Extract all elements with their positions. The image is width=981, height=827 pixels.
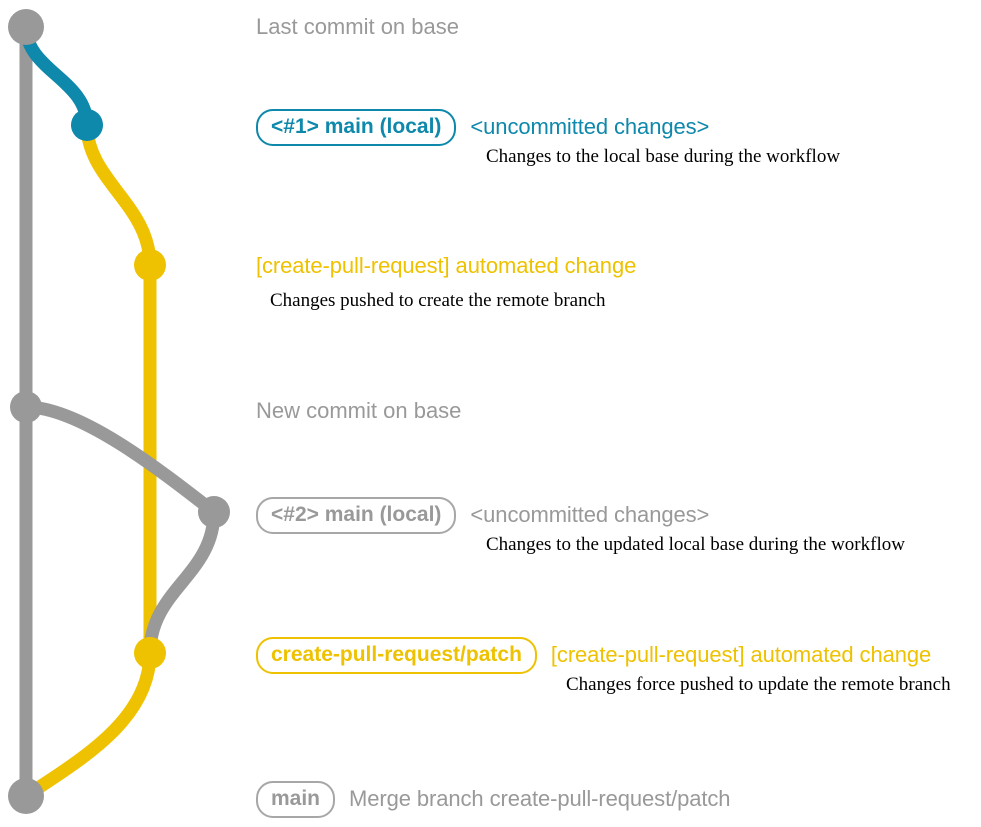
commit-message-local-main-1: <uncommitted changes>	[470, 114, 710, 140]
branch-badge-local-main-2[interactable]: <#2> main (local)	[256, 497, 457, 534]
row-merge-commit: main Merge branch create-pull-request/pa…	[256, 781, 731, 818]
updated-local-to-patch-line	[143, 505, 221, 660]
row-automated-change-1: [create-pull-request] automated change	[256, 253, 636, 279]
force-pushed-node	[134, 637, 166, 669]
row-local-main-1: <#1> main (local) <uncommitted changes>	[256, 109, 709, 146]
row-label-last-commit-on-base: Last commit on base	[256, 14, 459, 39]
branch-badge-main[interactable]: main	[256, 781, 336, 818]
updated-local-branch-line	[19, 400, 221, 519]
commit-message-automated-change-2: [create-pull-request] automated change	[550, 642, 932, 668]
commit-message-merge: Merge branch create-pull-request/patch	[349, 786, 731, 812]
local-branch-line	[19, 20, 94, 132]
base-head-node	[8, 9, 44, 45]
commit-description-local-main-1: Changes to the local base during the wor…	[486, 146, 841, 167]
merge-into-base-line	[19, 646, 157, 803]
branch-badge-local-main-1[interactable]: <#1> main (local)	[256, 109, 457, 146]
row-label-new-commit-on-base: New commit on base	[256, 398, 462, 423]
commit-description-automated-change-2: Changes force pushed to update the remot…	[566, 674, 951, 695]
row-local-main-2: <#2> main (local) <uncommitted changes>	[256, 497, 709, 534]
local-change-node	[71, 109, 103, 141]
merge-node	[8, 778, 44, 814]
commit-message-local-main-2: <uncommitted changes>	[470, 502, 710, 528]
updated-local-node	[198, 496, 230, 528]
branch-badge-create-pull-request-patch[interactable]: create-pull-request/patch	[256, 637, 537, 674]
commit-description-local-main-2: Changes to the updated local base during…	[486, 534, 905, 555]
patch-branch-line	[80, 118, 157, 272]
commit-message-automated-change-1: [create-pull-request] automated change	[256, 253, 637, 278]
new-base-commit-node	[10, 391, 42, 423]
commit-description-automated-change-1: Changes pushed to create the remote bran…	[270, 290, 606, 311]
commit-nodes	[8, 9, 230, 814]
patch-commit-node	[134, 249, 166, 281]
row-automated-change-2: create-pull-request/patch [create-pull-r…	[256, 637, 931, 674]
